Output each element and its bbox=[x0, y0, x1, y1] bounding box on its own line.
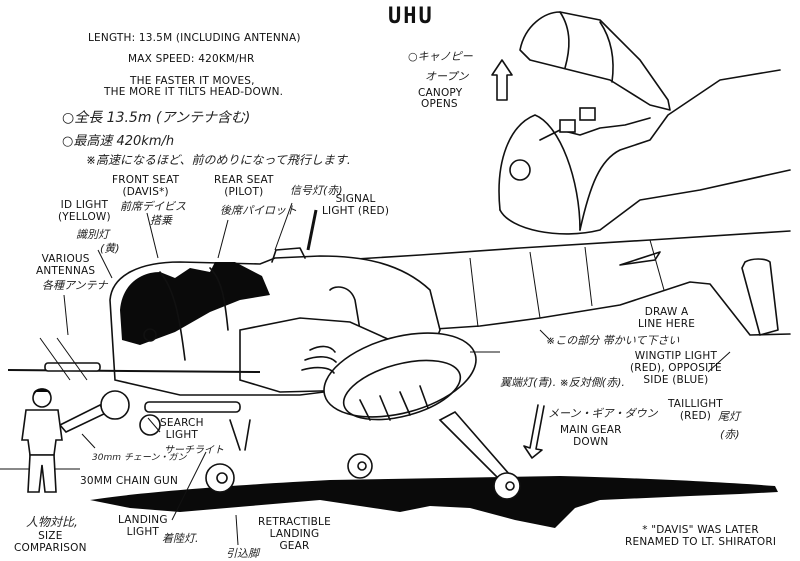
canopy-en-line2: OPENS bbox=[421, 98, 458, 110]
draw-line-jp: ※この部分 帯かいて下さい bbox=[546, 334, 680, 347]
mid-gear-hub bbox=[357, 461, 367, 471]
chain-gun-label: 30MM CHAIN GUN bbox=[80, 475, 178, 487]
panel-line bbox=[529, 251, 541, 319]
landing-light-label: LANDING LIGHT bbox=[118, 514, 168, 538]
id-light-label: ID LIGHT (YELLOW) bbox=[58, 199, 111, 223]
antennas-label: VARIOUS ANTENNAS bbox=[36, 253, 96, 277]
panel-line bbox=[584, 246, 593, 307]
wing-stub bbox=[619, 251, 661, 266]
rear-seat-jp: 後席パイロット bbox=[220, 204, 297, 217]
signal-light-hump bbox=[271, 247, 306, 263]
main-gear-arrow bbox=[523, 404, 545, 459]
chain-gun-jp: 30mm チェーン・ガン bbox=[92, 453, 187, 463]
main-gear-strut bbox=[438, 410, 512, 481]
landing-light-jp: 着陸灯. bbox=[162, 532, 199, 545]
signal-light-label: SIGNAL LIGHT (RED) bbox=[322, 193, 390, 217]
search-light bbox=[144, 401, 241, 413]
search-light-jp: サーチライト bbox=[164, 445, 224, 456]
leader-lines bbox=[63, 202, 731, 546]
ground-shadow bbox=[90, 476, 778, 528]
antenna-whip bbox=[56, 337, 88, 381]
main-gear-jp: メーン・ギア・ダウン bbox=[548, 407, 658, 420]
search-light-label: SEARCH LIGHT bbox=[160, 417, 204, 441]
mid-gear-wheel bbox=[347, 453, 373, 479]
rotor-vents bbox=[359, 385, 429, 421]
canopy-frame bbox=[209, 267, 229, 331]
panel-line bbox=[469, 257, 479, 328]
id-light-jp2: (黄) bbox=[100, 242, 120, 255]
spec-speed: MAX SPEED: 420KM/HR bbox=[128, 53, 255, 65]
engine-intake bbox=[329, 286, 361, 331]
spec-length: LENGTH: 13.5M (INCLUDING ANTENNA) bbox=[88, 32, 301, 44]
main-gear-hub bbox=[505, 481, 515, 491]
size-label: SIZE COMPARISON bbox=[14, 530, 87, 554]
spec-speed-jp: ○最高速 420km/h bbox=[62, 134, 175, 149]
chain-gun-mount bbox=[100, 390, 130, 420]
canopy-jp-line2: オープン bbox=[425, 70, 469, 83]
front-gear-hub bbox=[216, 472, 228, 484]
landing-light bbox=[139, 414, 161, 436]
antenna-whip bbox=[39, 337, 71, 381]
retract-gear-jp: 引込脚 bbox=[226, 547, 259, 560]
id-light-emblem bbox=[143, 328, 157, 342]
front-gear-wheel bbox=[205, 463, 235, 493]
signal-light-jp: 信号灯(赤) bbox=[290, 184, 343, 197]
canopy-glass bbox=[120, 262, 270, 345]
page-title: UHU bbox=[388, 4, 434, 29]
wingtip-jp: 翼端灯(青). ※反対側(赤). bbox=[500, 376, 625, 389]
canopy-frame bbox=[159, 271, 186, 361]
rotor-housing bbox=[323, 332, 477, 418]
tail-fin bbox=[741, 258, 779, 336]
rotor-housing-inner bbox=[342, 359, 462, 421]
antenna-pod bbox=[44, 362, 101, 372]
spec-tilt-jp: ※高速になるほど、前のめりになって飛行します. bbox=[86, 153, 351, 167]
antennas-jp: 各種アンテナ bbox=[42, 279, 108, 292]
front-seat-jp2: 搭乗 bbox=[150, 214, 172, 227]
size-comparison-person bbox=[21, 388, 63, 493]
wingtip-label: WINGTIP LIGHT (RED), OPPOSITE SIDE (BLUE… bbox=[630, 350, 722, 386]
taillight-jp2: (赤) bbox=[720, 428, 740, 441]
spec-tilt-line2: THE MORE IT TILTS HEAD-DOWN. bbox=[104, 86, 284, 98]
signal-antenna bbox=[306, 209, 318, 251]
front-gear-strut bbox=[229, 419, 251, 451]
taillight-jp: 尾灯 bbox=[718, 410, 740, 423]
spec-tilt-line1: THE FASTER IT MOVES, bbox=[130, 75, 255, 87]
taillight-label: TAILLIGHT (RED) bbox=[668, 398, 723, 422]
chain-gun-barrel bbox=[58, 403, 108, 433]
front-seat-jp: 前席デイビス bbox=[120, 200, 186, 213]
id-light-jp: 識別灯 bbox=[76, 228, 109, 241]
rear-fuselage-lower bbox=[419, 281, 791, 336]
canopy-open-arrow bbox=[491, 59, 513, 101]
panel-line bbox=[649, 239, 665, 291]
front-seat-label: FRONT SEAT (DAVIS*) bbox=[112, 174, 180, 198]
rear-seat-label: REAR SEAT (PILOT) bbox=[214, 174, 274, 198]
main-gear-label: MAIN GEAR DOWN bbox=[560, 424, 622, 448]
canopy-open-inset bbox=[498, 11, 791, 235]
exhaust-coil bbox=[301, 345, 337, 374]
footnote: * "DAVIS" WAS LATER RENAMED TO LT. SHIRA… bbox=[625, 524, 777, 548]
size-jp: 人物対比, bbox=[26, 515, 78, 529]
spec-length-jp: ○全長 13.5m (アンテナ含む) bbox=[62, 110, 251, 126]
main-gear-wheel bbox=[493, 472, 521, 500]
retract-gear-label: RETRACTIBLE LANDING GEAR bbox=[258, 516, 331, 552]
canopy-en-line1: CANOPY bbox=[418, 87, 463, 99]
canopy-jp-line1: ○キャノピー bbox=[408, 50, 473, 63]
draw-line-label: DRAW A LINE HERE bbox=[638, 306, 696, 330]
